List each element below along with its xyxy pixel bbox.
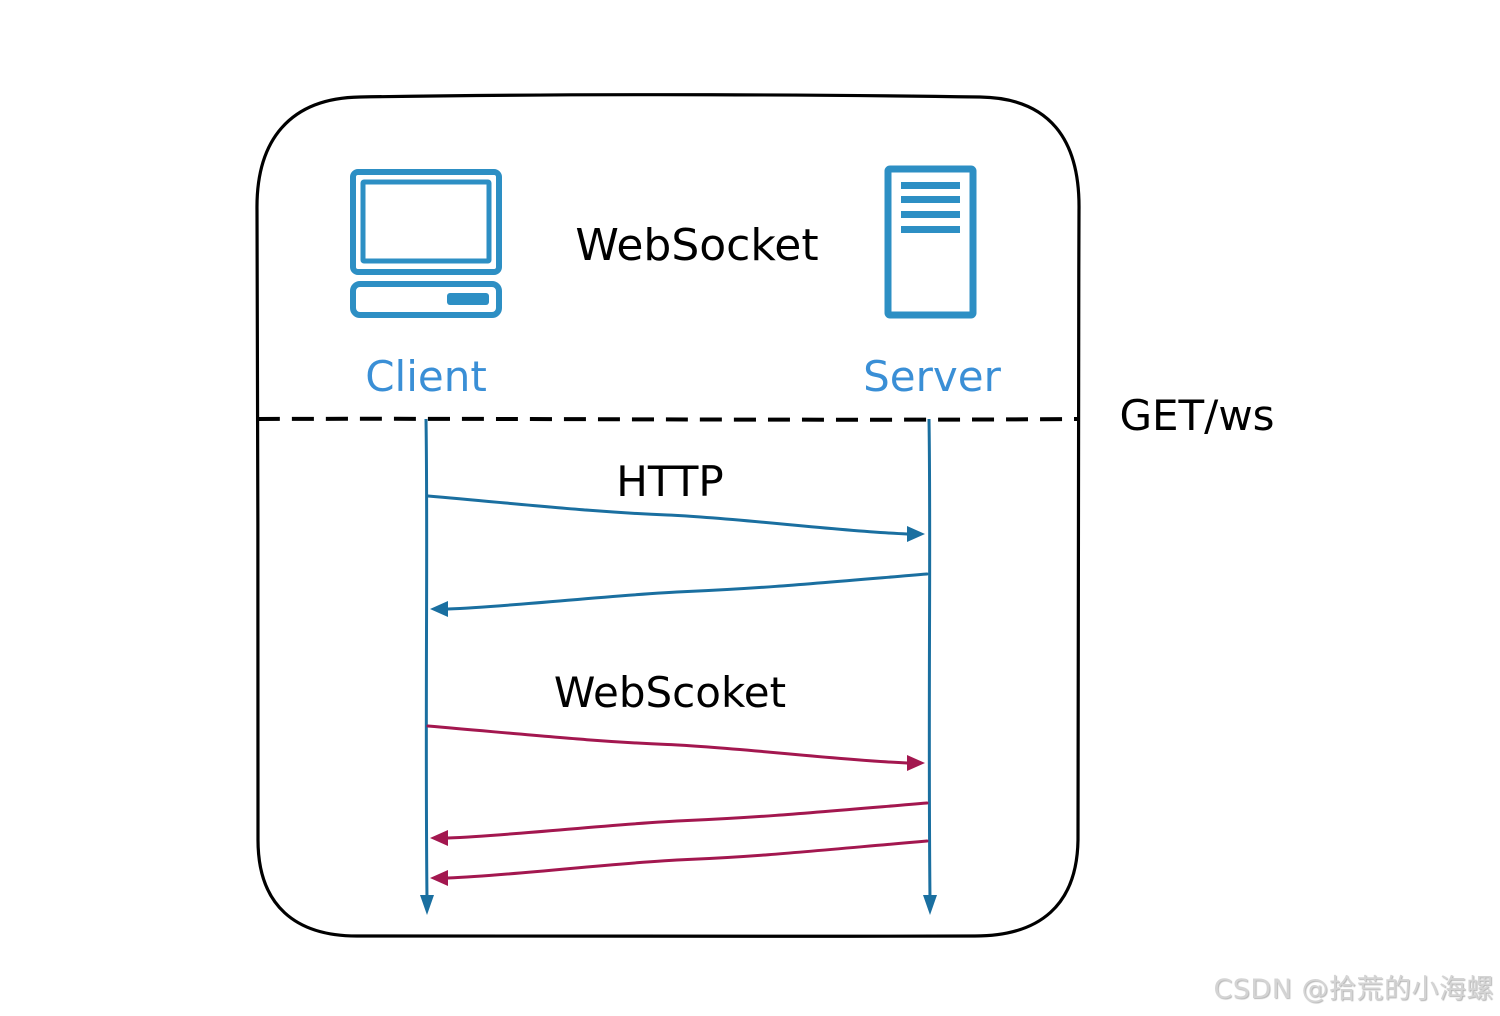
server-lifeline — [923, 418, 937, 915]
outer-frame — [255, 93, 1081, 938]
message-websocket-2-line — [446, 801, 929, 840]
message-websocket-3-line — [446, 839, 929, 880]
server-icon — [884, 165, 977, 319]
phase-label-http: HTTP — [616, 457, 723, 506]
message-http-1-arrowhead — [907, 526, 925, 542]
client-lifeline — [420, 418, 434, 915]
divider-dashed-line — [257, 416, 1079, 422]
computer-icon — [350, 169, 502, 318]
message-websocket-1-arrowhead — [907, 755, 925, 771]
client-label: Client — [365, 352, 487, 401]
message-websocket-1-line — [426, 724, 909, 765]
messages-group — [426, 494, 929, 886]
message-http-1-line — [426, 494, 909, 536]
server-label: Server — [863, 352, 1001, 401]
divider-label: GET/ws — [1119, 391, 1274, 440]
message-http-2-line — [446, 572, 929, 611]
phase-label-websocket: WebScoket — [554, 668, 786, 717]
message-websocket-3-arrowhead — [430, 870, 448, 886]
message-websocket-2-arrowhead — [430, 830, 448, 846]
diagram-title: WebSocket — [575, 220, 818, 271]
watermark: CSDN @拾荒的小海螺 — [1213, 974, 1494, 1005]
message-http-2-arrowhead — [430, 601, 448, 617]
